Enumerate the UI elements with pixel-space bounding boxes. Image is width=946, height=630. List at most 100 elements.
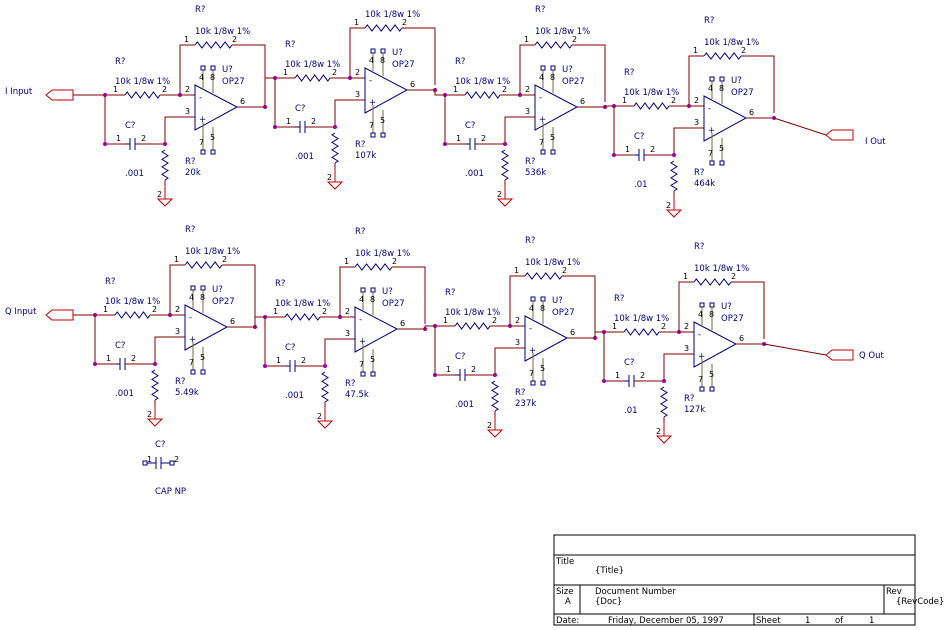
- pin-number: 2: [640, 371, 645, 380]
- pin-number: 5: [709, 370, 714, 379]
- pin-number: 8: [540, 304, 545, 313]
- resistor-in-value: 10k 1/8w 1%: [455, 77, 510, 87]
- opamp-minus-sign: -: [359, 315, 362, 325]
- pin-number: 4: [539, 73, 544, 82]
- port-i-input[interactable]: I Input: [5, 87, 74, 101]
- opamp-plus-sign: +: [369, 98, 376, 108]
- pin-number: 1: [174, 255, 179, 264]
- pin-number: 1: [453, 85, 458, 94]
- resistor-gnd-ref: R?: [694, 168, 704, 178]
- pin-number: 3: [185, 107, 190, 116]
- pin-number: 1: [443, 316, 448, 325]
- opamp-part: OP27: [731, 88, 754, 98]
- pin-number: 7: [199, 138, 204, 147]
- pin-number: 1: [514, 266, 519, 275]
- port-i-input-label: I Input: [5, 87, 33, 97]
- resistor-gnd-value: 20k: [185, 168, 201, 178]
- spare-cap-value: CAP NP: [155, 487, 186, 497]
- pin-number: 3: [694, 118, 699, 127]
- pin-number: 5: [719, 144, 724, 153]
- pin-number: 7: [539, 138, 544, 147]
- pin-number: 6: [570, 328, 575, 337]
- opamp-plus-sign: +: [708, 126, 715, 136]
- opamp-plus-sign: +: [359, 337, 366, 347]
- opamp-ref: U?: [392, 48, 403, 58]
- capacitor-value: .001: [455, 400, 474, 410]
- pin-number: 6: [410, 80, 415, 89]
- resistor-fb-ref: R?: [195, 5, 205, 15]
- pin-number: 1: [354, 18, 359, 27]
- opamp-part: OP27: [392, 60, 415, 70]
- capacitor-value: .001: [295, 152, 314, 162]
- pin-number: 2: [684, 322, 689, 331]
- stage-i-2[interactable]: R?10k 1/8w 1%12R?10k 1/8w 1%12C?.00112R?…: [264, 0, 437, 190]
- pin-number: 1: [693, 46, 698, 55]
- capacitor-value: .01: [624, 406, 638, 416]
- capacitor-ref: C?: [125, 121, 135, 131]
- pin-number: 2: [402, 18, 407, 27]
- port-q-input[interactable]: Q Input: [5, 307, 74, 321]
- opamp-minus-sign: -: [698, 330, 701, 340]
- opamp-minus-sign: -: [369, 76, 372, 86]
- resistor-fb-ref: R?: [355, 227, 365, 237]
- pin-number: 1: [286, 117, 291, 126]
- pin-number: 2: [525, 85, 530, 94]
- capacitor-value: .001: [115, 389, 134, 399]
- capacitor-value: .01: [634, 180, 648, 190]
- pin-number: 1: [456, 134, 461, 143]
- resistor-fb-ref: R?: [525, 236, 535, 246]
- pin-number: 2: [471, 365, 476, 374]
- opamp-minus-sign: -: [529, 324, 532, 334]
- pin-number: 4: [529, 304, 534, 313]
- port-q-out[interactable]: Q Out: [825, 349, 884, 361]
- resistor-fb-value: 10k 1/8w 1%: [525, 258, 580, 268]
- pin-number: 7: [369, 121, 374, 130]
- ground-pin-number: 2: [666, 201, 671, 210]
- pin-number: 2: [332, 68, 337, 77]
- pin-number: 5: [210, 133, 215, 142]
- resistor-gnd-ref: R?: [515, 388, 525, 398]
- pin-number: 1: [276, 356, 281, 365]
- ground-pin-number: 2: [327, 173, 332, 182]
- capacitor-ref: C?: [465, 121, 475, 131]
- opamp-part: OP27: [212, 297, 235, 307]
- resistor-gnd-ref: R?: [185, 157, 195, 167]
- resistor-gnd-value: 47.5k: [345, 390, 369, 400]
- resistor-fb-value: 10k 1/8w 1%: [195, 27, 250, 37]
- port-i-out[interactable]: I Out: [825, 129, 886, 147]
- pin-number: 2: [741, 46, 746, 55]
- pin-number: 4: [199, 73, 204, 82]
- capacitor-ref: C?: [115, 341, 125, 351]
- spare-capacitor[interactable]: C? 1 2 CAP NP: [142, 440, 186, 497]
- capacitor-ref: C?: [455, 352, 465, 362]
- pin-number: 1: [622, 96, 627, 105]
- pin-number: 2: [345, 307, 350, 316]
- pin-number: 8: [200, 293, 205, 302]
- pin-number: 2: [222, 255, 227, 264]
- pin-number: 7: [698, 375, 703, 384]
- pin-number: 8: [719, 84, 724, 93]
- pin-number: 2: [562, 266, 567, 275]
- resistor-in-ref: R?: [105, 277, 115, 287]
- pin-number: 5: [540, 364, 545, 373]
- pin-number: 4: [708, 84, 713, 93]
- rev-label: Rev: [886, 587, 902, 597]
- pin-number: 3: [684, 344, 689, 353]
- ground-pin-number: 2: [157, 190, 162, 199]
- rev-value: {RevCode}: [896, 597, 944, 607]
- pin-number: 2: [322, 307, 327, 316]
- pin-number: 2: [152, 305, 157, 314]
- resistor-gnd-ref: R?: [345, 379, 355, 389]
- pin-number: 4: [189, 293, 194, 302]
- pin-number: 7: [189, 358, 194, 367]
